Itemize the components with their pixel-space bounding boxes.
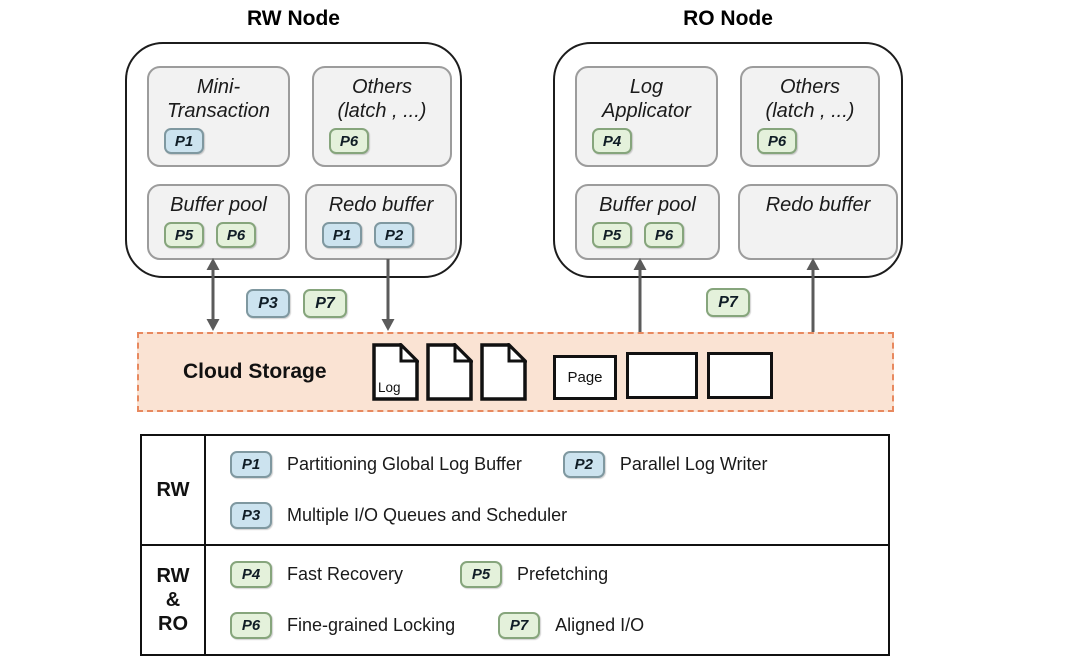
legend-table: RW P1 Partitioning Global Log Buffer P2 … (140, 434, 890, 656)
ro-log-applicator-title: Log Applicator (577, 75, 716, 123)
rw-redo-buffer-title: Redo buffer (307, 193, 455, 217)
badge-row: P4 (577, 128, 716, 154)
ro-buffer-pool-box: Buffer pool P5 P6 (575, 184, 720, 260)
legend-line: P3 Multiple I/O Queues and Scheduler (230, 502, 888, 529)
ro-redo-buffer-box: Redo buffer (738, 184, 898, 260)
legend-row-rw-ro: RW & RO P4 Fast Recovery P5 Prefetching … (142, 544, 888, 654)
rw-mini-transaction-box: Mini- Transaction P1 (147, 66, 290, 167)
connector-badge-p3: P3 (246, 289, 290, 318)
box-title-line: Log (629, 76, 664, 98)
page-files-group: Page (553, 352, 773, 400)
ro-redo-buffer-title: Redo buffer (740, 193, 896, 217)
badge-row: P6 (314, 128, 450, 154)
rw-buffer-pool-box: Buffer pool P5 P6 (147, 184, 290, 260)
box-title-line: Applicator (602, 100, 691, 122)
badge-row: P5 P6 (577, 222, 718, 248)
page-file-icon (626, 352, 698, 399)
rw-mini-transaction-title: Mini- Transaction (149, 75, 288, 123)
ro-others-title: Others (latch , ...) (742, 75, 878, 123)
badge-p6: P6 (230, 612, 272, 639)
ro-buffer-pool-title: Buffer pool (577, 193, 718, 217)
box-title-line: Buffer pool (599, 194, 696, 216)
badge-p5: P5 (164, 222, 204, 248)
badge-p5: P5 (592, 222, 632, 248)
legend-label-line: RW (156, 565, 190, 587)
legend-label-line: & (165, 589, 181, 611)
badge-p1: P1 (322, 222, 362, 248)
page-file-icon: Page (553, 355, 617, 400)
ro-node-container: Log Applicator P4 Others (latch , ...) P… (553, 42, 903, 278)
badge-p5: P5 (460, 561, 503, 588)
rw-buffer-pool-title: Buffer pool (149, 193, 288, 217)
connector-badge-p7-rw: P7 (303, 289, 347, 318)
box-title-line: Redo buffer (765, 194, 871, 216)
legend-row-rw-ro-label: RW & RO (142, 546, 206, 654)
legend-row-rw-ro-content: P4 Fast Recovery P5 Prefetching P6 Fine-… (206, 546, 888, 654)
page-file-label: Page (567, 369, 603, 386)
badge-p6: P6 (329, 128, 369, 154)
box-title-line: Transaction (166, 100, 270, 122)
legend-text-p5: Prefetching (517, 564, 609, 584)
legend-line: P6 Fine-grained Locking P7 Aligned I/O (230, 612, 888, 639)
ro-log-applicator-box: Log Applicator P4 (575, 66, 718, 167)
cloud-storage-label: Cloud Storage (183, 360, 327, 383)
rw-others-box: Others (latch , ...) P6 (312, 66, 452, 167)
legend-line: P4 Fast Recovery P5 Prefetching (230, 561, 888, 588)
badge-row: P1 P2 (307, 222, 455, 248)
box-title-line: (latch , ...) (337, 100, 427, 122)
legend-label-line: RO (158, 613, 188, 635)
box-title-line: Redo buffer (328, 194, 434, 216)
page-file-icon (707, 352, 773, 399)
badge-p7: P7 (498, 612, 541, 639)
badge-row: P6 (742, 128, 878, 154)
legend-row-rw-content: P1 Partitioning Global Log Buffer P2 Par… (206, 436, 888, 544)
badge-p1: P1 (230, 451, 272, 478)
rw-redo-buffer-box: Redo buffer P1 P2 (305, 184, 457, 260)
badge-p6: P6 (216, 222, 256, 248)
badge-p4: P4 (230, 561, 272, 588)
log-file-label: Log (378, 380, 401, 395)
badge-p6: P6 (757, 128, 797, 154)
badge-p2: P2 (374, 222, 414, 248)
badge-row: P1 (149, 128, 288, 154)
log-file-icon (426, 341, 475, 401)
legend-text-p2: Parallel Log Writer (619, 454, 768, 474)
connector-badge-p7-ro: P7 (706, 288, 750, 317)
legend-row-rw: RW P1 Partitioning Global Log Buffer P2 … (142, 436, 888, 544)
box-title-line: Buffer pool (170, 194, 267, 216)
legend-text-p1: Partitioning Global Log Buffer (287, 454, 522, 474)
badge-p3: P3 (230, 502, 272, 529)
log-file-icon: Log (372, 341, 421, 401)
box-title-line: Others (779, 76, 841, 98)
badge-p6: P6 (644, 222, 684, 248)
badge-row: P5 P6 (149, 222, 288, 248)
legend-text-p4: Fast Recovery (287, 564, 404, 584)
ro-others-box: Others (latch , ...) P6 (740, 66, 880, 167)
box-title-line: Mini- (196, 76, 241, 98)
legend-row-rw-label: RW (142, 436, 206, 544)
box-title-line: Others (351, 76, 413, 98)
legend-text-p6: Fine-grained Locking (287, 615, 456, 635)
rw-others-title: Others (latch , ...) (314, 75, 450, 123)
badge-p4: P4 (592, 128, 632, 154)
legend-text-p7: Aligned I/O (555, 615, 645, 635)
badge-p2: P2 (562, 451, 605, 478)
log-file-icon (480, 341, 529, 401)
legend-line: P1 Partitioning Global Log Buffer P2 Par… (230, 451, 888, 478)
ro-node-title: RO Node (683, 7, 773, 30)
log-files-group: Log (372, 341, 529, 401)
legend-text-p3: Multiple I/O Queues and Scheduler (287, 505, 568, 525)
rw-node-title: RW Node (247, 7, 340, 30)
rw-node-container: Mini- Transaction P1 Others (latch , ...… (125, 42, 462, 278)
badge-p1: P1 (164, 128, 204, 154)
box-title-line: (latch , ...) (765, 100, 855, 122)
